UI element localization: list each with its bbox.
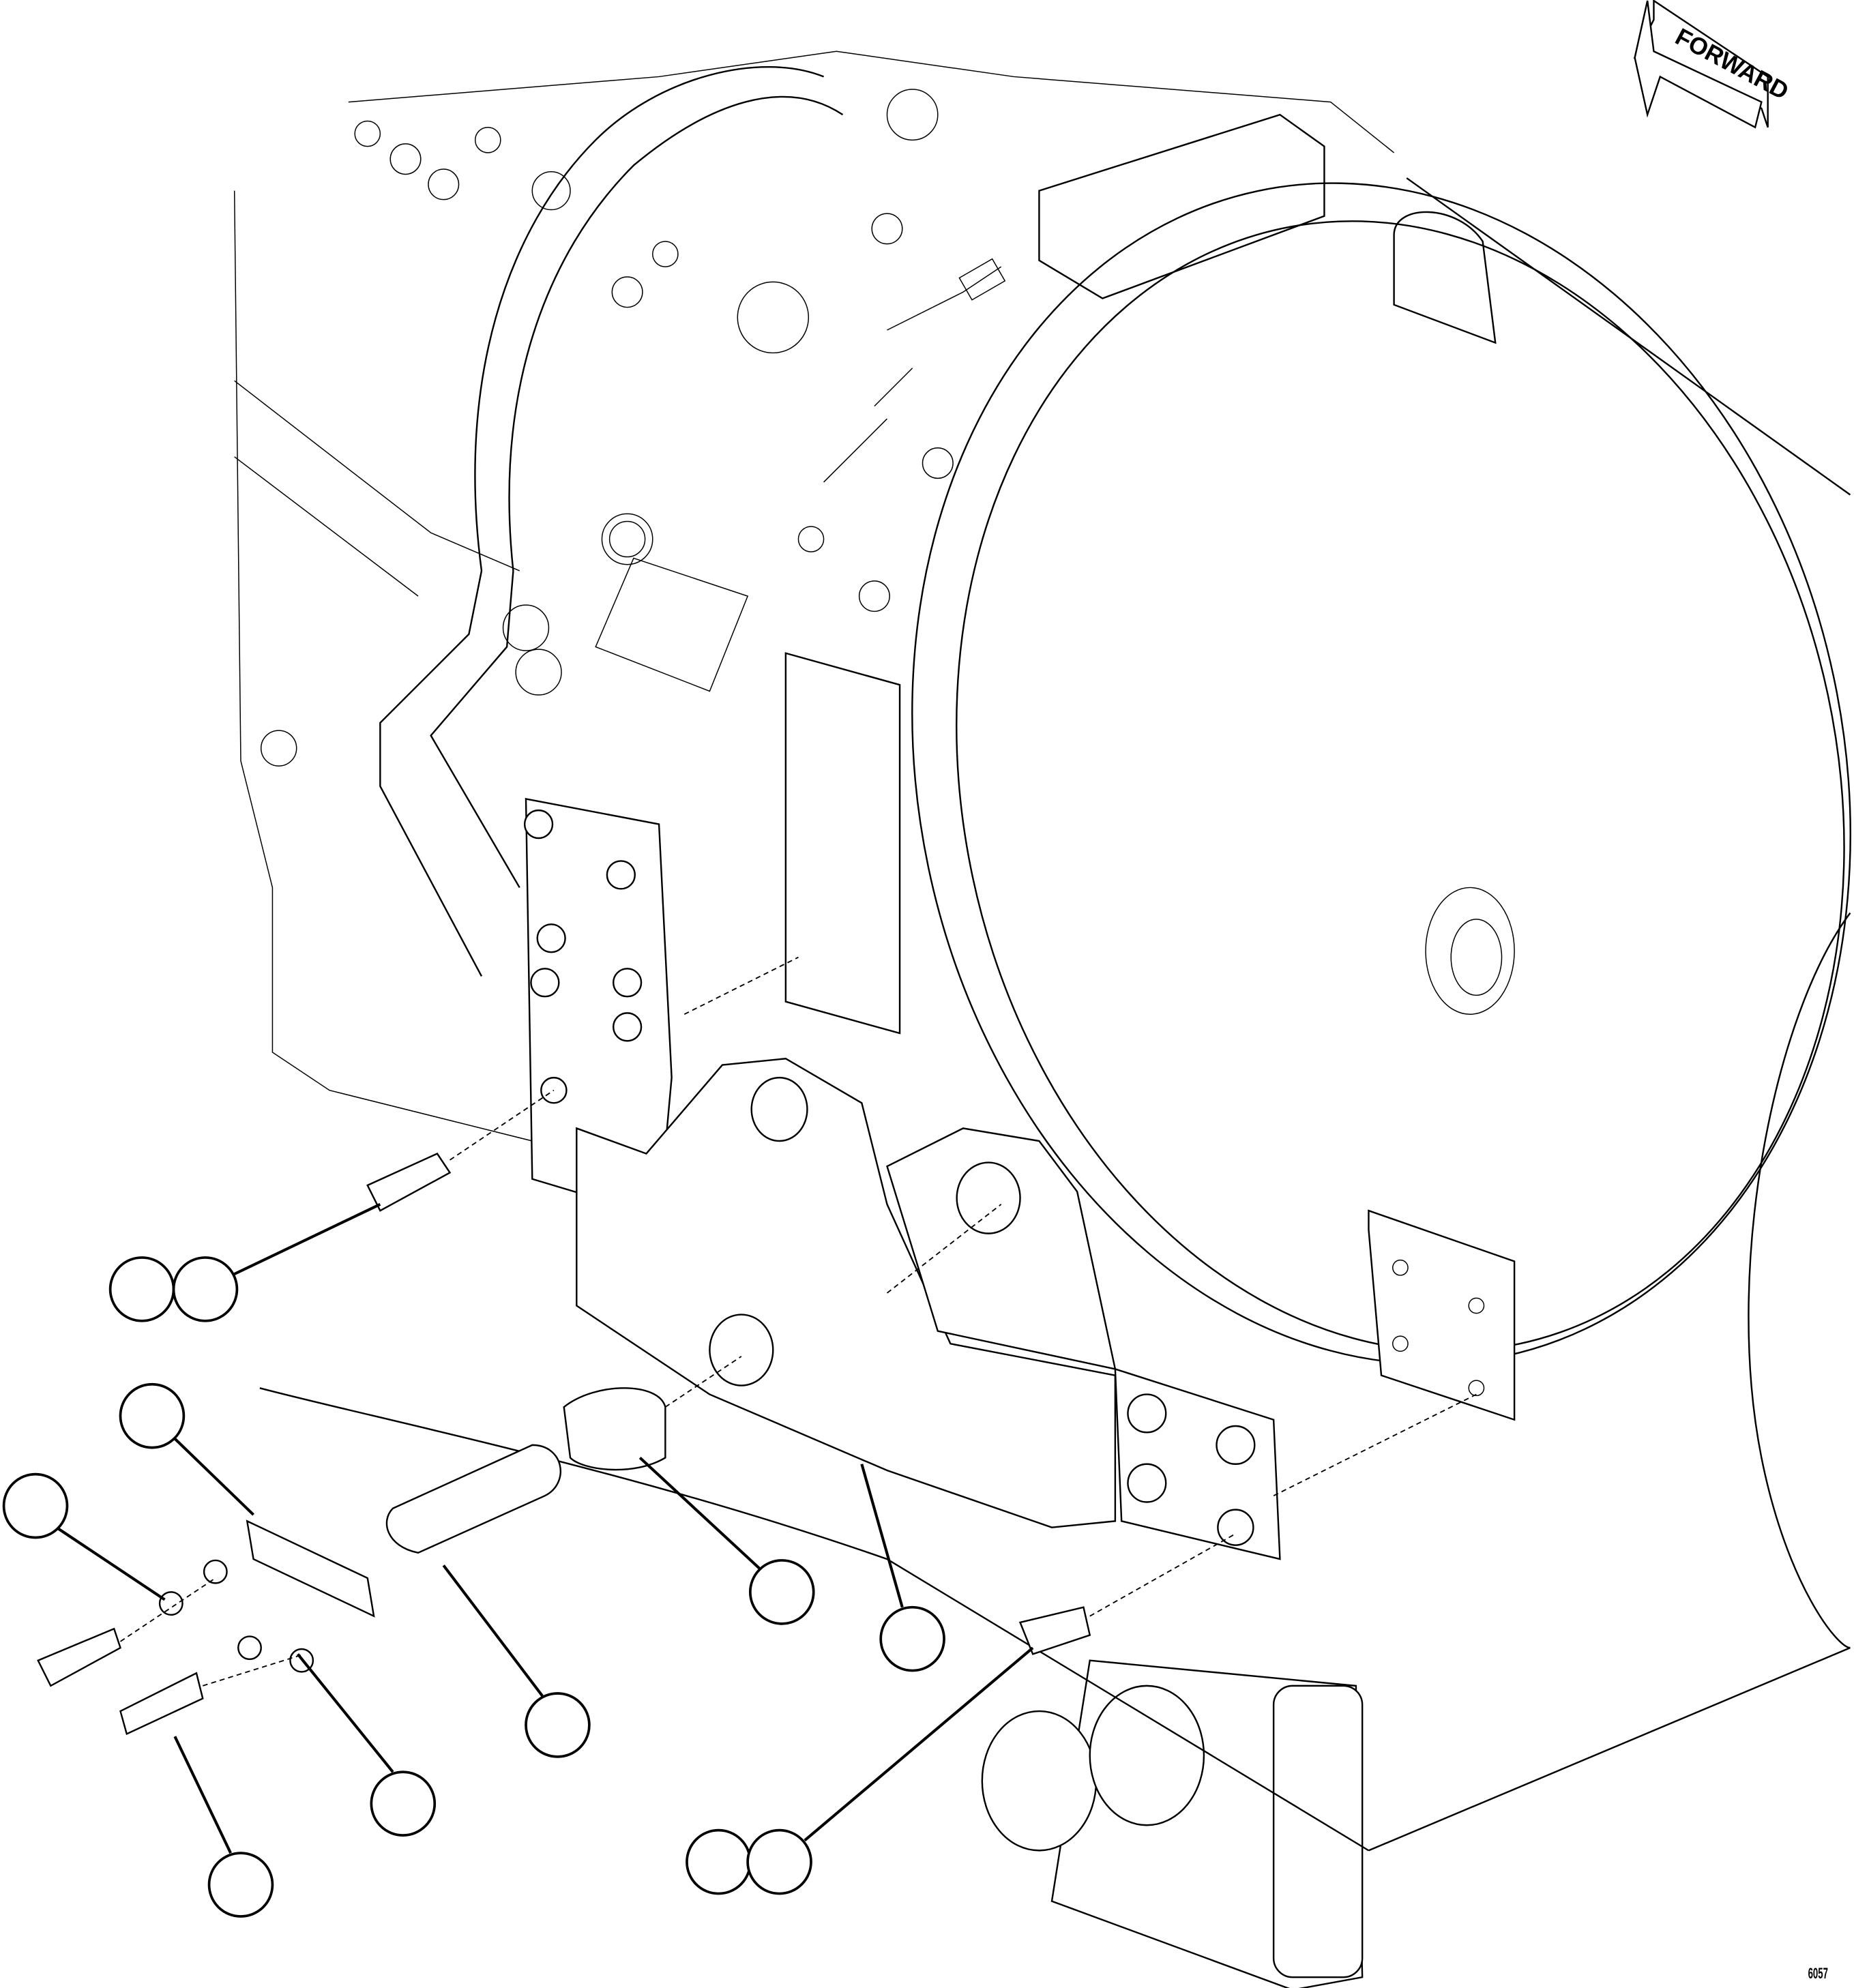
callout-circle [119,1382,186,1449]
leader-lines [57,1203,1034,1854]
drum-housing [911,177,1851,1852]
bolt-plate [523,797,673,1219]
frame-tube [379,66,844,977]
callout-circle [746,1828,812,1895]
callout-circle [748,1559,815,1625]
callout-circle [879,1605,945,1672]
right-bolt-plate [1114,1367,1281,1560]
mounting-plate [784,652,901,1035]
side-bracket [1368,1209,1516,1421]
manifold-block [1038,113,1325,299]
callouts [2,1256,945,1918]
callout-circle [207,1852,274,1918]
main-bracket [576,1058,1117,1528]
callout-circle [525,1692,591,1758]
forward-direction-arrow: FORWARD [1633,0,1793,129]
electrical-connectors [502,258,1006,696]
assembly-axis-lines [119,956,1477,1687]
callout-circle [370,1770,437,1837]
block-holes [260,89,954,767]
drawing-code: 6057 [1808,1965,1828,1982]
callout-circle [108,1256,175,1322]
engine-block [233,50,1395,1142]
callout-circle [2,1472,69,1539]
callout-circle [686,1828,752,1895]
callout-circle [172,1256,239,1322]
